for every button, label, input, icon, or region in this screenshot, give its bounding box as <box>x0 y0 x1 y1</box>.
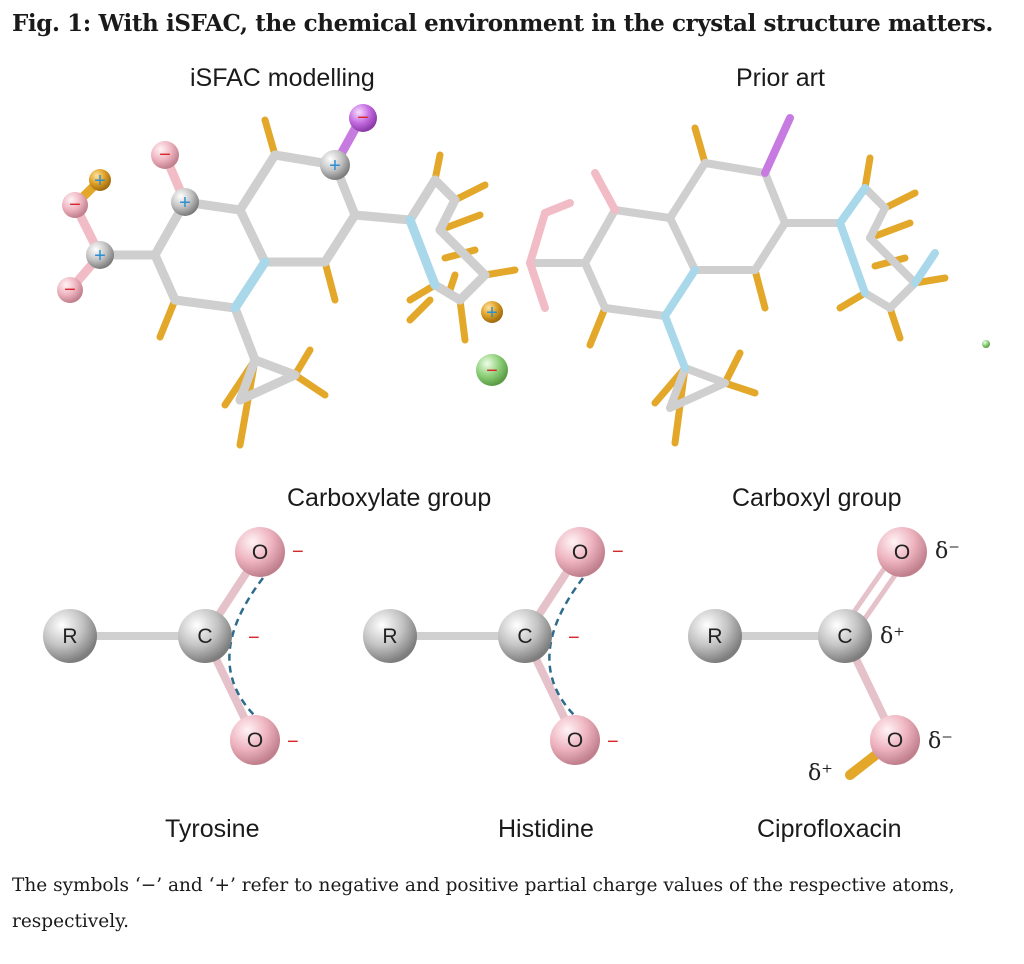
charge-minus: − <box>568 627 580 649</box>
charge-plus: + <box>329 155 341 177</box>
label-ciprofloxacin: Ciprofloxacin <box>757 815 902 843</box>
hydrogen-atom <box>481 301 503 323</box>
charge-plus: + <box>179 192 191 214</box>
prior-art-molecule <box>526 114 990 447</box>
resonance-dash <box>548 577 584 717</box>
partial-charge-delta-plus: δ⁺ <box>880 624 905 649</box>
figure-title: Fig. 1: With iSFAC, the chemical environ… <box>12 10 993 37</box>
carbon-atom <box>178 609 232 663</box>
atom-label-r: R <box>382 625 397 648</box>
carbon-atom <box>818 609 872 663</box>
hydrogen-sticks <box>156 116 519 449</box>
carbon-atom <box>320 150 350 180</box>
oxygen-atom <box>151 141 179 169</box>
label-carboxyl-group: Carboxyl group <box>732 484 902 512</box>
partial-charge-delta-plus: δ⁺ <box>808 761 833 786</box>
histidine-structure: R C O O − − − <box>363 527 624 765</box>
r-atom <box>43 609 97 663</box>
carbon-bonds <box>95 150 490 405</box>
charge-minus: − <box>64 279 76 301</box>
charge-plus: + <box>486 302 498 324</box>
atom-label-c: C <box>517 625 532 648</box>
hydrogen-atom <box>89 169 111 191</box>
charge-minus: − <box>607 731 619 753</box>
label-prior-art: Prior art <box>736 64 825 92</box>
carbon-atom <box>171 188 199 216</box>
charge-plus: + <box>94 245 106 267</box>
oxygen-atom <box>870 715 920 765</box>
charge-minus: − <box>357 107 369 129</box>
oxygen-atom <box>230 715 280 765</box>
figure-caption: The symbols ‘−’ and ‘+’ refer to negativ… <box>12 875 955 932</box>
charge-minus: − <box>248 627 260 649</box>
oxygen-atom <box>550 715 600 765</box>
fluorine-atom <box>349 104 377 132</box>
isfac-molecule: − − − − − + + + + + <box>57 104 519 449</box>
atom-label-c: C <box>837 625 852 648</box>
partial-charge-delta-minus: δ⁻ <box>935 539 960 564</box>
atom-label-o: O <box>894 541 910 564</box>
r-atom <box>363 609 417 663</box>
oxygen-atom <box>57 277 83 303</box>
charge-minus: − <box>612 541 624 563</box>
ciprofloxacin-structure: R C O O δ⁻ δ⁺ δ⁻ δ⁺ <box>688 527 960 786</box>
charge-minus: − <box>486 360 498 382</box>
carbon-atom <box>498 609 552 663</box>
atom-label-r: R <box>707 625 722 648</box>
charge-plus: + <box>94 170 106 192</box>
chloride-ion <box>476 354 508 386</box>
atom-label-r: R <box>62 625 77 648</box>
atom-label-o: O <box>247 729 263 752</box>
atom-label-o: O <box>887 729 903 752</box>
charge-minus: − <box>159 144 171 166</box>
label-isfac-modelling: iSFAC modelling <box>190 64 375 92</box>
label-tyrosine: Tyrosine <box>165 815 260 843</box>
atom-label-c: C <box>197 625 212 648</box>
atom-label-o: O <box>252 541 268 564</box>
r-atom <box>688 609 742 663</box>
label-histidine: Histidine <box>498 815 594 843</box>
charge-minus: − <box>69 194 81 216</box>
oxygen-atom <box>235 527 285 577</box>
charge-minus: − <box>292 541 304 563</box>
charge-minus: − <box>287 731 299 753</box>
oxygen-atom <box>877 527 927 577</box>
oxygen-atom <box>555 527 605 577</box>
tyrosine-structure: R C O O − − − <box>43 527 304 765</box>
partial-charge-delta-minus: δ⁻ <box>928 729 953 754</box>
label-carboxylate-group: Carboxylate group <box>287 484 492 512</box>
resonance-dash <box>228 577 264 717</box>
oxygen-atom <box>62 192 88 218</box>
carbon-atom <box>86 241 114 269</box>
atom-label-o: O <box>572 541 588 564</box>
atom-label-o: O <box>567 729 583 752</box>
